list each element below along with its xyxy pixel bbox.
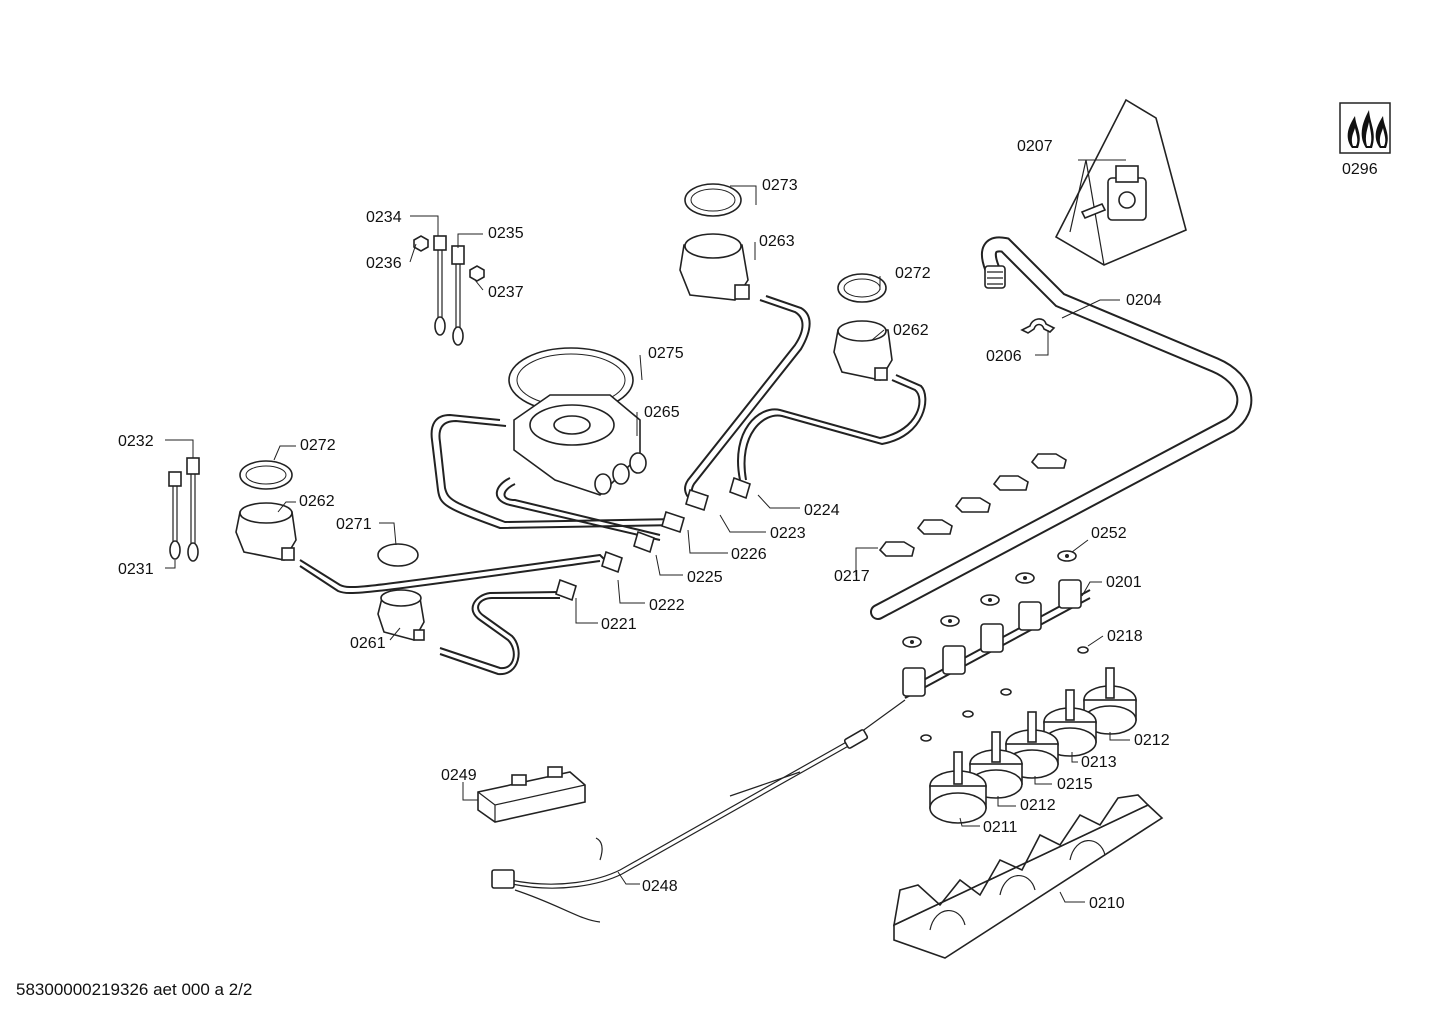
connector-block (477, 766, 586, 823)
callout-0252: 0252 (1091, 525, 1127, 542)
washers (902, 550, 1089, 654)
callout-0234: 0234 (366, 209, 402, 226)
burner-caps-row (878, 453, 1067, 557)
thermocouples-upper (413, 235, 485, 346)
callout-0225: 0225 (687, 569, 723, 586)
wok-burner-assembly (508, 347, 647, 496)
callout-0221: 0221 (601, 616, 637, 633)
callout-0248: 0248 (642, 878, 678, 895)
callout-0263: 0263 (759, 233, 795, 250)
callout-0262-left: 0262 (299, 493, 335, 510)
callout-0217: 0217 (834, 568, 870, 585)
burner-body-upper (679, 233, 750, 301)
callout-0226: 0226 (731, 546, 767, 563)
callout-0272-right: 0272 (895, 265, 931, 282)
gas-control-taps (920, 667, 1137, 824)
callout-0211: 0211 (983, 819, 1018, 836)
ignition-bracket-rail (902, 579, 1091, 699)
callout-0237: 0237 (488, 284, 524, 301)
callout-0273: 0273 (762, 177, 798, 194)
burner-gasket-right (837, 273, 887, 303)
callout-0224: 0224 (804, 502, 840, 519)
callout-0201: 0201 (1106, 574, 1142, 591)
thermocouples-left (168, 457, 200, 562)
callout-0265: 0265 (644, 404, 680, 421)
gas-supply-tubes (299, 295, 927, 676)
burner-flame-icon (1339, 102, 1391, 154)
callout-0210: 0210 (1089, 895, 1125, 912)
spare-valve-kit-bag (1054, 98, 1187, 266)
callout-0207: 0207 (1017, 138, 1053, 155)
callout-0206: 0206 (986, 348, 1022, 365)
callout-0271: 0271 (336, 516, 372, 533)
callout-0231: 0231 (118, 561, 154, 578)
ignition-wiring-harness (491, 699, 906, 923)
burner-body-left (235, 502, 297, 561)
callout-0223: 0223 (770, 525, 806, 542)
callout-0215: 0215 (1057, 776, 1093, 793)
burner-gasket-small (377, 543, 419, 567)
callout-0232: 0232 (118, 433, 154, 450)
callout-0212-upper: 0212 (1134, 732, 1170, 749)
callout-0262-right: 0262 (893, 322, 929, 339)
burner-gasket-upper (684, 183, 742, 217)
tap-holder-bracket (892, 794, 1164, 959)
callout-0261: 0261 (350, 635, 386, 652)
callout-0213: 0213 (1081, 754, 1117, 771)
callout-labels: 0296 0207 0204 0206 0273 0263 0272 0262 … (118, 138, 1378, 912)
burner-gasket-left (239, 460, 293, 490)
callout-0222: 0222 (649, 597, 685, 614)
callout-0235: 0235 (488, 225, 524, 242)
pipe-clip (1020, 318, 1056, 334)
callout-0249: 0249 (441, 767, 477, 784)
burner-body-small (377, 589, 425, 641)
callout-0212-lower: 0212 (1020, 797, 1056, 814)
burner-body-right (833, 320, 893, 381)
callout-0236: 0236 (366, 255, 402, 272)
callout-0272-left: 0272 (300, 437, 336, 454)
callout-0218: 0218 (1107, 628, 1143, 645)
callout-0296: 0296 (1342, 161, 1378, 178)
main-gas-pipe (870, 236, 1253, 620)
callout-leaders (165, 159, 1130, 903)
callout-0204: 0204 (1126, 292, 1162, 309)
callout-0275: 0275 (648, 345, 684, 362)
document-reference: 58300000219326 aet 000 a 2/2 (16, 980, 253, 999)
